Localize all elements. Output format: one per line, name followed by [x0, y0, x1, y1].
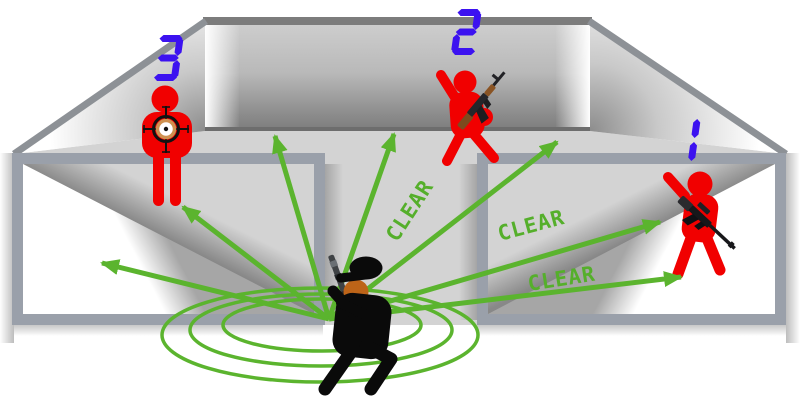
front-wall-right-panel	[477, 153, 786, 325]
back-wall-base-edge	[205, 127, 590, 131]
ar15-rifle-icon	[677, 196, 736, 250]
sight-line-arrow	[181, 205, 331, 321]
player-leg	[318, 345, 358, 396]
enemy-number-2	[451, 9, 482, 55]
player-arm	[336, 298, 371, 320]
right-outer-shadow	[786, 153, 800, 343]
enemy-number-3	[154, 35, 184, 81]
left-outer-shadow	[0, 153, 14, 343]
room-ceiling-edge-left	[12, 18, 208, 157]
enemy-number-1	[688, 119, 701, 161]
left-panel-drop-shadow	[14, 325, 323, 336]
room-top-wall-bar	[203, 17, 592, 25]
back-wall-left-highlight	[205, 25, 239, 131]
player-cap-brim	[336, 270, 370, 283]
player-operator-icon	[318, 254, 398, 396]
doorway-right-shadow	[459, 164, 477, 320]
room-ceiling-edge-right	[587, 18, 788, 157]
sight-line-arrow	[100, 259, 330, 322]
room	[0, 17, 800, 343]
right-panel-drop-shadow	[477, 325, 786, 336]
enemy-figure-1	[663, 171, 736, 280]
room-back-wall	[205, 25, 590, 131]
sight-line-arrow	[272, 134, 332, 320]
enemy-figure-3	[142, 85, 192, 206]
enemy-figure-2	[436, 70, 506, 166]
player-leg	[359, 339, 398, 396]
crosshair-target-icon	[143, 106, 189, 153]
back-wall-right-highlight	[556, 25, 590, 131]
ak47-rifle-icon	[457, 71, 506, 130]
